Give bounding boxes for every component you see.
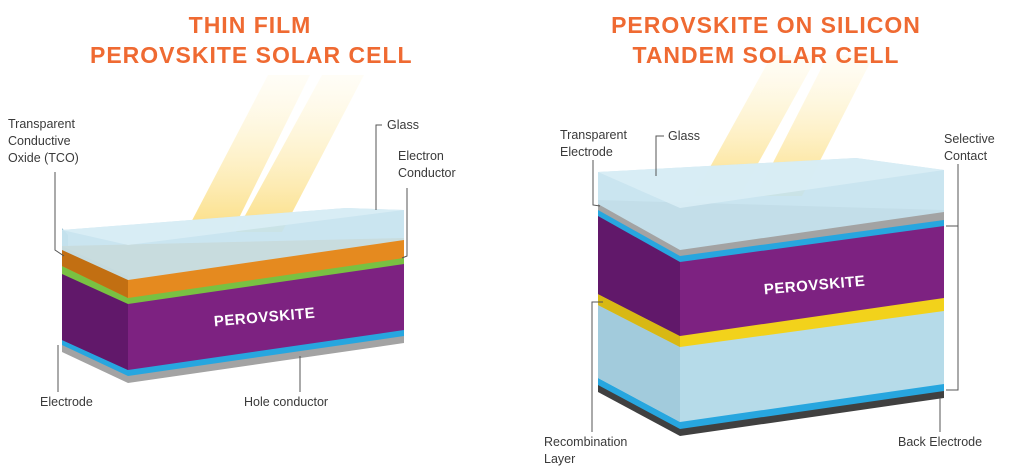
label-glass-left: Glass — [387, 118, 419, 132]
label-hole-conductor: Hole conductor — [244, 395, 329, 409]
right-title-line1: PEROVSKITE ON SILICON — [611, 12, 921, 38]
tandem-cell: PEROVSKITE — [598, 55, 944, 436]
label-electrode: Electrode — [40, 395, 93, 409]
sunlight-beam-1 — [186, 75, 310, 232]
label-selective-contact: Selective Contact — [944, 132, 995, 163]
right-title-line2: TANDEM SOLAR CELL — [632, 42, 900, 68]
sunlight-beam-4 — [756, 55, 874, 196]
label-tco: Transparent Conductive Oxide (TCO) — [8, 117, 79, 165]
label-back-electrode: Back Electrode — [898, 435, 983, 449]
left-title: THIN FILM PEROVSKITE SOLAR CELL — [90, 10, 413, 70]
label-transparent-electrode: Transparent Electrode — [560, 128, 627, 159]
label-glass-right: Glass — [668, 129, 700, 143]
left-title-line2: PEROVSKITE SOLAR CELL — [90, 42, 413, 68]
thin-film-cell: PEROVSKITE — [62, 75, 404, 383]
sunlight-beam-2 — [236, 75, 364, 232]
left-leader-lines — [54, 124, 408, 392]
sunlight-beam-3 — [694, 55, 818, 196]
right-title: PEROVSKITE ON SILICON TANDEM SOLAR CELL — [596, 10, 936, 70]
left-title-line1: THIN FILM — [188, 12, 312, 38]
label-electron-conductor: Electron Conductor — [398, 149, 456, 180]
right-leader-lines — [591, 135, 959, 432]
label-recombination-layer: Recombination Layer — [544, 435, 628, 466]
